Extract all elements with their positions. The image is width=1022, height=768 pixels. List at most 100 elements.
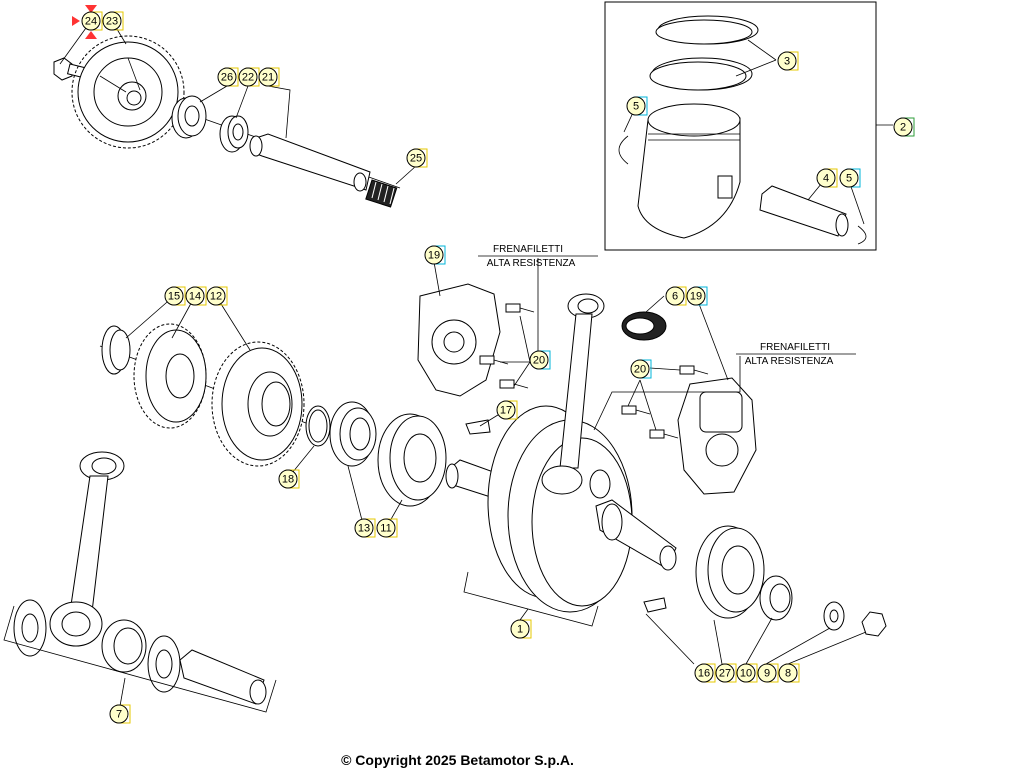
callout-number: 13 <box>358 523 370 535</box>
nut-15 <box>101 325 131 375</box>
callout-circle <box>258 67 278 87</box>
callout-number: 21 <box>262 72 274 84</box>
callout-26[interactable]: 26 <box>217 67 239 87</box>
kick-gear-23 <box>71 35 185 149</box>
callout-circle <box>893 117 913 137</box>
callout-circle <box>757 663 777 683</box>
callout-circle <box>529 350 549 370</box>
bearing-26 <box>171 95 207 139</box>
screw-20-f <box>649 429 679 439</box>
callout-circle <box>686 286 706 306</box>
callout-circle <box>109 704 129 724</box>
callout-circle <box>630 359 650 379</box>
callout-circle <box>185 286 205 306</box>
callout-number: 25 <box>410 153 422 165</box>
callout-25[interactable]: 25 <box>406 148 428 168</box>
callout-circle <box>278 469 298 489</box>
callout-13[interactable]: 13 <box>354 518 376 538</box>
callout-6[interactable]: 6 <box>665 286 687 306</box>
callout-number: 9 <box>764 668 770 680</box>
callout-number: 20 <box>533 355 545 367</box>
callout-27[interactable]: 27 <box>715 663 737 683</box>
note-thread-lock-right: FRENAFILETTI ALTA RESISTENZA <box>736 342 856 367</box>
callout-number: 23 <box>106 16 118 28</box>
screw-20-d <box>679 365 709 375</box>
callout-circle <box>164 286 184 306</box>
callout-4[interactable]: 4 <box>816 168 838 188</box>
callout-14[interactable]: 14 <box>185 286 207 306</box>
callout-number: 24 <box>85 16 97 28</box>
callout-19[interactable]: 19 <box>686 286 708 306</box>
callout-10[interactable]: 10 <box>736 663 758 683</box>
callout-number: 1 <box>517 624 523 636</box>
callout-5[interactable]: 5 <box>626 96 648 116</box>
note-right-line1: FRENAFILETTI <box>760 342 830 353</box>
callout-21[interactable]: 21 <box>258 67 280 87</box>
copyright-footer: © Copyright 2025 Betamotor S.p.A. <box>341 752 574 768</box>
callout-circle <box>406 148 426 168</box>
bushing-22 <box>219 115 249 153</box>
piston-group <box>618 15 867 245</box>
callout-circle <box>626 96 646 116</box>
callout-19[interactable]: 19 <box>424 245 446 265</box>
callout-circle <box>424 245 444 265</box>
connecting-rod-assembly <box>541 293 667 495</box>
callout-20[interactable]: 20 <box>630 359 652 379</box>
callout-3[interactable]: 3 <box>777 51 799 71</box>
callout-22[interactable]: 22 <box>238 67 260 87</box>
callout-15[interactable]: 15 <box>164 286 186 306</box>
screw-20-c <box>499 379 529 389</box>
screw-20-b <box>479 355 509 365</box>
callout-circle <box>217 67 237 87</box>
callout-11[interactable]: 11 <box>376 518 398 538</box>
note-right-line2: ALTA RESISTENZA <box>745 356 834 367</box>
callout-7[interactable]: 7 <box>109 704 131 724</box>
kick-shaft-21 <box>249 133 371 192</box>
callout-9[interactable]: 9 <box>757 663 779 683</box>
gear-12 <box>211 341 305 467</box>
callout-1[interactable]: 1 <box>510 619 532 639</box>
callout-number: 22 <box>242 72 254 84</box>
callout-circle <box>839 168 859 188</box>
callout-number: 14 <box>189 291 201 303</box>
balancer-plate-right <box>593 295 757 495</box>
piston-group-frame <box>604 1 877 251</box>
callout-2[interactable]: 2 <box>893 117 915 137</box>
callout-number: 5 <box>846 173 852 185</box>
seal-and-bearing-left <box>329 401 447 529</box>
needle-bearing-6 <box>621 311 667 341</box>
callout-number: 26 <box>221 72 233 84</box>
callout-8[interactable]: 8 <box>778 663 800 683</box>
callout-circle <box>206 286 226 306</box>
callout-circle <box>816 168 836 188</box>
callout-number: 10 <box>740 668 752 680</box>
callout-number: 4 <box>823 173 829 185</box>
callout-circle <box>736 663 756 683</box>
callout-circle <box>715 663 735 683</box>
callout-18[interactable]: 18 <box>278 469 300 489</box>
callout-number: 3 <box>784 56 790 68</box>
callout-number: 17 <box>500 405 512 417</box>
callout-number: 12 <box>210 291 222 303</box>
callout-number: 15 <box>168 291 180 303</box>
selection-marker[interactable] <box>72 5 97 39</box>
callout-circle <box>376 518 396 538</box>
callout-circle <box>354 518 374 538</box>
screw-20-e <box>621 405 651 415</box>
callout-12[interactable]: 12 <box>206 286 228 306</box>
callout-24[interactable]: 24 <box>81 11 103 31</box>
callout-17[interactable]: 17 <box>496 400 518 420</box>
balancer-plate-left <box>417 258 539 397</box>
callout-20[interactable]: 20 <box>529 350 551 370</box>
callout-23[interactable]: 23 <box>102 11 124 31</box>
callout-5[interactable]: 5 <box>839 168 861 188</box>
callout-number: 2 <box>900 122 906 134</box>
callout-circle <box>496 400 516 420</box>
callout-16[interactable]: 16 <box>694 663 716 683</box>
note-top-line1: FRENAFILETTI <box>493 244 563 255</box>
callout-number: 11 <box>380 523 391 535</box>
oring-18 <box>305 405 331 447</box>
callout-circle <box>694 663 714 683</box>
callout-number: 16 <box>698 668 710 680</box>
